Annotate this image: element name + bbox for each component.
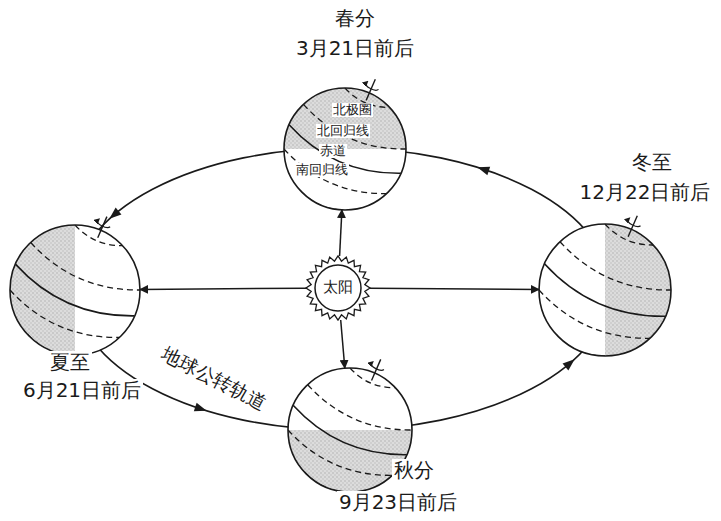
orbit-arrowhead (563, 359, 575, 370)
season-label: 冬至 (630, 151, 674, 174)
season-label: 秋分 (392, 459, 436, 482)
earth-node: 秋分9月23日前后 (288, 368, 412, 492)
latitude-label: 赤道 (319, 144, 347, 158)
earth-node: 夏至6月21日前后 (10, 225, 140, 355)
latitude-label: 北回归线 (316, 124, 370, 138)
night-side (214, 430, 487, 521)
date-label: 3月21日前后 (294, 37, 416, 60)
latitude-line (10, 290, 119, 338)
sunlight-arrow (370, 288, 539, 289)
sun-label: 太阳 (321, 279, 355, 296)
earth-globe (211, 15, 479, 210)
season-label: 夏至 (48, 351, 92, 374)
sunlight-arrow (341, 320, 345, 368)
rotation-arrow (371, 363, 384, 370)
sun-disc (315, 265, 361, 311)
sun-node: 太阳 (306, 256, 370, 320)
earth-globe (214, 359, 487, 521)
latitude-line (305, 472, 350, 492)
sunlight-arrow (140, 288, 306, 289)
latitude-label: 南回归线 (295, 163, 349, 177)
sun-rays (306, 256, 370, 320)
equator-line (15, 264, 134, 316)
orbit-arrowhead (109, 208, 121, 219)
date-label: 9月23日前后 (337, 491, 459, 514)
equator-line (545, 264, 666, 317)
latitude-line (539, 290, 650, 338)
season-label: 春分 (333, 7, 377, 30)
globe-outline (539, 224, 671, 356)
sunlight-arrow (340, 210, 342, 256)
globe-outline (10, 225, 140, 355)
latitude-line (557, 335, 605, 356)
orbit-arrowhead (477, 167, 490, 176)
latitude-line (31, 243, 140, 291)
earth-globe (539, 145, 721, 435)
latitude-line (308, 385, 412, 430)
date-label: 6月21日前后 (21, 379, 143, 402)
latitude-line (300, 191, 345, 210)
rotation-arrow (366, 83, 379, 90)
orbit-label: 地球公转轨道 (158, 342, 271, 413)
orbit-arrowhead (194, 403, 207, 412)
latitude-line (288, 430, 392, 475)
latitude-label: 北极圈 (332, 103, 373, 117)
globe-outline (284, 88, 406, 210)
rotation-arrow (628, 219, 641, 226)
equator-line (293, 405, 407, 454)
latitude-line (560, 242, 671, 290)
earth-node: 冬至12月22日前后 (539, 224, 671, 356)
night-side (211, 15, 479, 149)
rotation-arrow (97, 220, 110, 227)
date-label: 12月22日前后 (578, 181, 713, 204)
